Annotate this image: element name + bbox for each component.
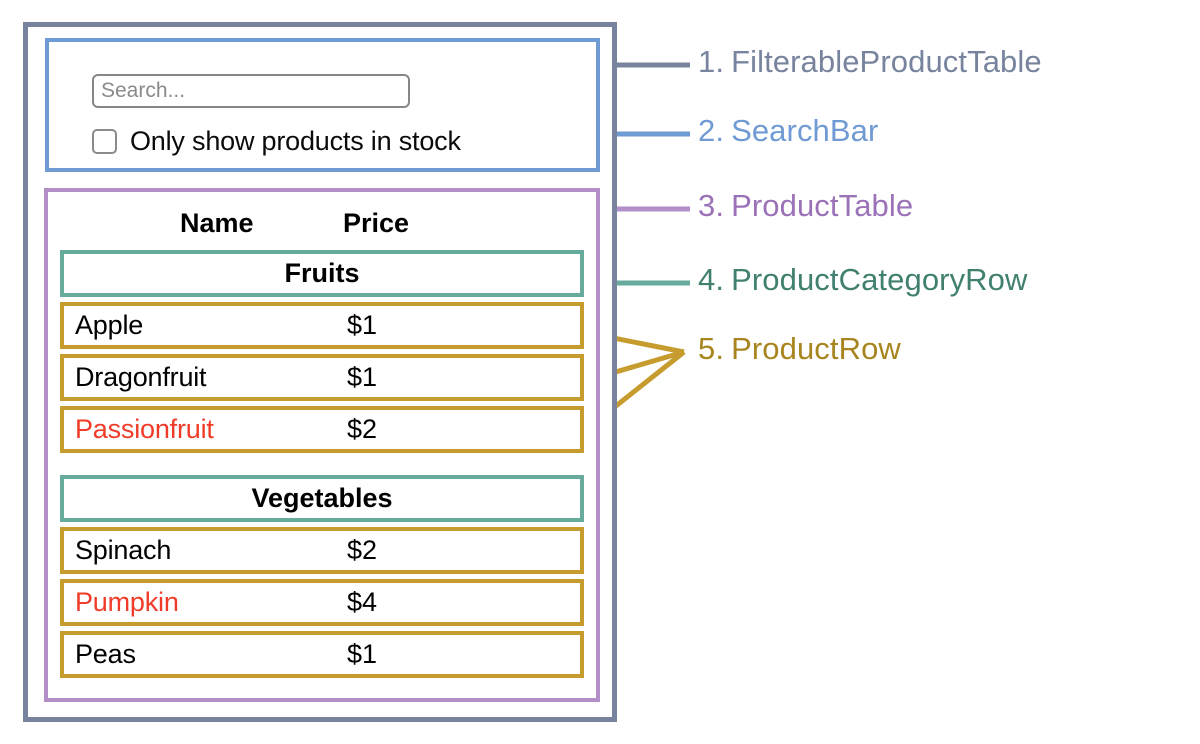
legend-number: 1. [698,44,725,79]
product-price: $1 [347,639,378,669]
legend-item-filterable-product-table: 1.FilterableProductTable [698,44,1042,80]
legend-label-text: ProductRow [731,331,901,366]
product-row[interactable]: Spinach $2 [60,527,584,574]
product-row[interactable]: Dragonfruit $1 [60,354,584,401]
legend-item-product-category-row: 4.ProductCategoryRow [698,262,1028,298]
product-price: $1 [347,310,378,340]
column-header-price: Price [343,207,410,238]
product-price: $4 [347,587,378,617]
legend-label-text: ProductTable [731,188,914,223]
legend-item-search-bar: 2.SearchBar [698,113,878,149]
in-stock-checkbox-label: Only show products in stock [130,126,461,156]
product-price: $1 [347,362,378,392]
product-category-row: Fruits [60,250,584,297]
product-table: Name Price Fruits Apple $1 Dragonfruit $… [60,196,584,683]
product-name: Passionfruit [75,414,214,444]
in-stock-checkbox[interactable] [92,129,117,154]
legend-item-product-table: 3.ProductTable [698,188,913,224]
product-name: Apple [75,310,144,340]
product-name: Peas [75,639,136,669]
legend-number: 5. [698,331,725,366]
product-category-label: Fruits [284,258,360,288]
product-name: Dragonfruit [75,362,207,392]
legend-item-product-row: 5.ProductRow [698,331,901,367]
legend-label-text: ProductCategoryRow [731,262,1028,297]
search-input[interactable] [92,74,410,108]
legend-number: 2. [698,113,725,148]
product-row[interactable]: Apple $1 [60,302,584,349]
product-row[interactable]: Passionfruit $2 [60,406,584,453]
product-row[interactable]: Pumpkin $4 [60,579,584,626]
legend-number: 3. [698,188,725,223]
product-price: $2 [347,414,378,444]
column-header-name: Name [180,207,254,238]
legend-label-text: FilterableProductTable [731,44,1042,79]
product-category-label: Vegetables [251,483,393,513]
product-name: Pumpkin [75,587,179,617]
legend-number: 4. [698,262,725,297]
product-price: $2 [347,535,378,565]
legend-label-text: SearchBar [731,113,879,148]
product-name: Spinach [75,535,172,565]
in-stock-checkbox-row[interactable]: Only show products in stock [92,126,461,157]
product-row[interactable]: Peas $1 [60,631,584,678]
table-header-row: Name Price [60,196,584,250]
category-group-spacer [60,458,584,475]
product-category-row: Vegetables [60,475,584,522]
